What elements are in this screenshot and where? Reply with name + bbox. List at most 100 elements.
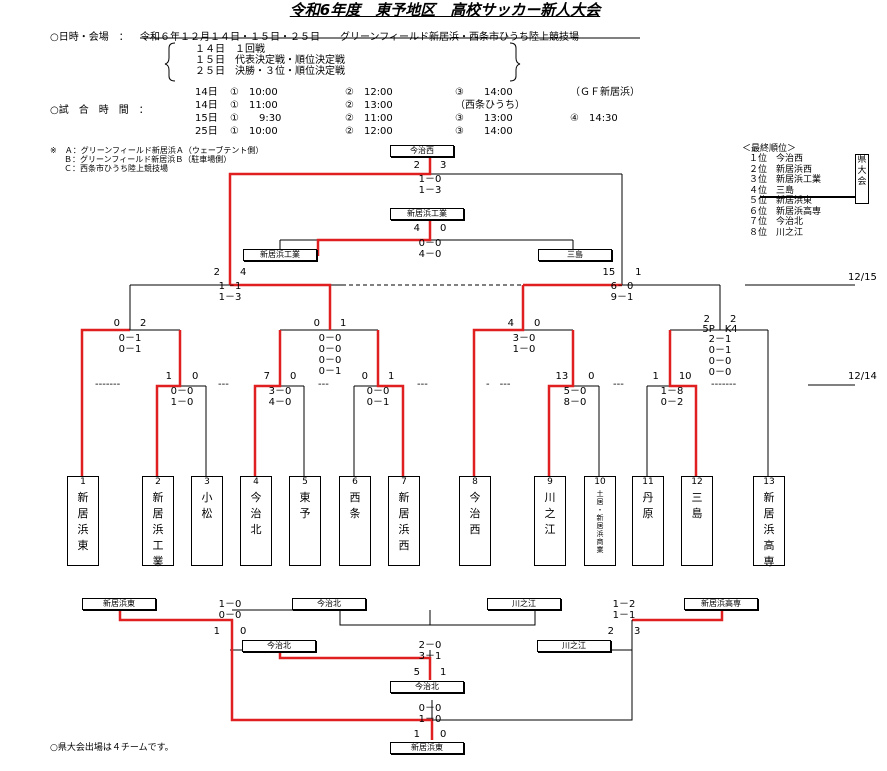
dash: -------	[711, 379, 737, 390]
sfr-half1: 6－0	[610, 281, 634, 292]
ranking-row: ４位 三島	[749, 185, 795, 196]
match-time-cell: （ＧＦ新居浜）	[570, 87, 640, 98]
schedule-day2: １５日 代表決定戦・順位決定戦	[195, 55, 345, 66]
team-number: 9	[547, 477, 553, 487]
footer-note: ○県大会出場は４チームです。	[50, 743, 174, 753]
third-half1: 0－0	[418, 238, 442, 249]
team-number: 10	[594, 477, 606, 487]
team-name: 川 之 江	[544, 491, 556, 536]
team-number: 7	[401, 477, 407, 487]
match-time-cell: ② 13:00	[345, 100, 393, 111]
r1c-half2: 0－1	[366, 397, 390, 408]
dash: -------	[95, 379, 121, 390]
r1b-half2: 4－0	[268, 397, 292, 408]
final-half1: 1－0	[418, 174, 442, 185]
team-name: 新 居 浜 東	[77, 491, 89, 552]
match-time-cell: ① 10:00	[230, 126, 278, 137]
match-time-cell: ② 12:00	[345, 126, 393, 137]
qf4-total: 2 2	[703, 314, 737, 325]
kentai-badge: 県大会	[855, 154, 869, 204]
semifinal-right-box: 三島	[538, 249, 612, 261]
pb-total: 2 3	[607, 626, 641, 637]
placement-box-c: 川之江	[487, 598, 561, 610]
date-marker-1215: 12/15	[848, 272, 877, 283]
r1e-half2: 0－2	[660, 397, 684, 408]
match-time-cell: ① 10:00	[230, 87, 278, 98]
pd-half1: 0－0	[418, 703, 442, 714]
ranking-row: ５位 新居浜東	[749, 196, 813, 206]
sfr-total: 15 1	[602, 267, 642, 278]
qf4-pk: 5P K4	[702, 324, 738, 335]
team-number: 4	[253, 477, 259, 487]
qf4-et1: 0－0	[708, 356, 732, 367]
page-title: 令和6年度 東予地区 高校サッカー新人大会	[289, 1, 601, 19]
r1d-half2: 8－0	[563, 397, 587, 408]
third-half2: 4－0	[418, 249, 442, 260]
placement-box-b: 今治北	[292, 598, 366, 610]
time-label: ○試 合 時 間 ：	[50, 105, 149, 116]
third-place-box: 新居浜工業	[390, 208, 464, 220]
pb-half2: 1－1	[612, 610, 636, 621]
team-number: 8	[472, 477, 478, 487]
match-time-cell: 14日	[195, 87, 218, 98]
sfr-half2: 9－1	[610, 292, 634, 303]
match-time-cell: 15日	[195, 113, 218, 124]
dash: ---	[218, 379, 229, 390]
team-number: 5	[302, 477, 308, 487]
qf2-half1: 0－0	[318, 333, 342, 344]
match-time-cell: ④ 14:30	[570, 113, 618, 124]
qf1-half2: 0－1	[118, 344, 142, 355]
pa-half1: 1－0	[218, 599, 242, 610]
match-time-cell: ① 9:30	[230, 113, 282, 124]
pd-half2: 1－0	[418, 714, 442, 725]
qf4-half1: 2－1	[708, 334, 732, 345]
team-number: 12	[691, 477, 703, 487]
pc-half1: 2－0	[418, 640, 442, 651]
match-time-cell: ① 11:00	[230, 100, 278, 111]
ranking-row: ２位 新居浜西	[749, 164, 813, 175]
qf1-total: 0 2	[113, 318, 147, 329]
r1e-total: 1 10	[652, 371, 692, 382]
ranking-title: ＜最終順位＞	[742, 144, 797, 154]
dash: ---	[417, 379, 428, 390]
match-time-cell: （西条ひうち）	[455, 100, 525, 111]
ranking-row: ８位 川之江	[749, 227, 804, 238]
dash: - ---	[486, 379, 511, 390]
qf1-half1: 0－1	[118, 333, 142, 344]
final-total: 2 3	[413, 160, 447, 171]
ranking-row: １位 今治西	[749, 154, 804, 164]
team-name: 三 島	[691, 491, 703, 520]
pd-total: 1 0	[413, 729, 447, 740]
ranking-row: ７位 今治北	[749, 217, 804, 227]
date-text: 令和６年１２月１４日・１５日・２５日 グリーンフィールド新居浜・西条市ひうち陸上…	[140, 32, 579, 43]
r1d-half1: 5－0	[563, 386, 587, 397]
r1a-total: 1 0	[165, 371, 199, 382]
semifinal-left-box: 新居浜工業	[243, 249, 317, 261]
team-name: 小 松	[201, 491, 213, 520]
dash: ---	[613, 379, 624, 390]
champion-box: 今治西	[390, 145, 454, 157]
match-time-cell: 14日	[195, 100, 218, 111]
r1d-total: 13 0	[555, 371, 595, 382]
pc-total: 5 1	[413, 667, 447, 678]
qf2-et2: 0－1	[318, 366, 342, 377]
placement-box-g: 今治北	[390, 681, 464, 693]
date-label: ○日時・会場 ：	[50, 32, 129, 43]
r1a-half2: 1－0	[170, 397, 194, 408]
match-time-cell: ② 11:00	[345, 113, 393, 124]
venue-note-c: Ｃ：西条市ひうち陸上競技場	[64, 164, 168, 173]
team-name: 東 予	[299, 491, 311, 520]
ranking-row: ６位 新居浜高専	[749, 206, 822, 217]
r1c-total: 0 1	[361, 371, 395, 382]
ranking-row: ３位 新居浜工業	[749, 175, 822, 185]
qf3-half2: 1－0	[512, 344, 536, 355]
placement-box-d: 新居浜高専	[684, 598, 758, 610]
pb-half1: 1－2	[612, 599, 636, 610]
